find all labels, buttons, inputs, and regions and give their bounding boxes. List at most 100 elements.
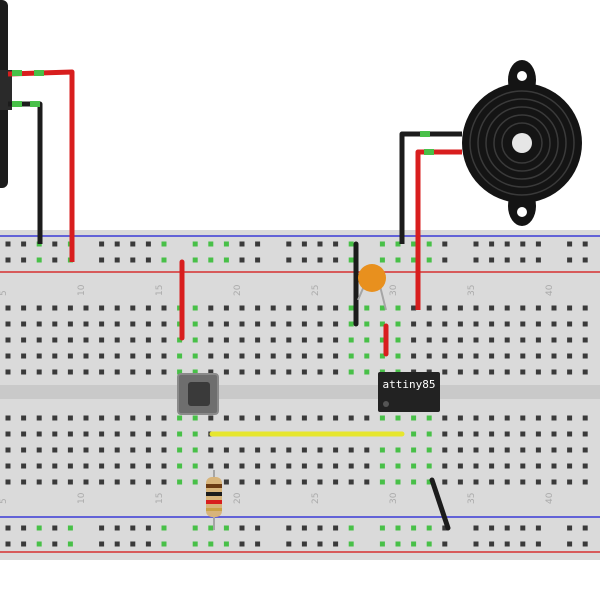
breadboard-hole — [5, 369, 11, 375]
breadboard-hole — [270, 447, 276, 453]
breadboard-hole — [473, 321, 479, 327]
breadboard-hole — [489, 369, 495, 375]
breadboard-hole — [239, 463, 245, 469]
breadboard-hole — [21, 241, 27, 247]
breadboard-hole — [145, 321, 151, 327]
breadboard-hole — [520, 415, 526, 421]
breadboard-hole — [567, 525, 573, 531]
breadboard-hole — [270, 479, 276, 485]
column-number-label: 25 — [311, 285, 321, 296]
breadboard-hole — [130, 337, 136, 343]
breadboard-hole — [145, 431, 151, 437]
breadboard-hole — [379, 337, 385, 343]
breadboard-hole — [223, 369, 229, 375]
breadboard-hole — [411, 257, 417, 263]
breadboard-hole — [473, 479, 479, 485]
breadboard-hole — [317, 369, 323, 375]
breadboard-hole — [114, 447, 120, 453]
breadboard-hole — [114, 525, 120, 531]
breadboard-hole — [52, 447, 58, 453]
breadboard-hole — [208, 305, 214, 311]
breadboard-hole — [192, 257, 198, 263]
breadboard-hole — [177, 431, 183, 437]
breadboard-hole — [395, 321, 401, 327]
breadboard-hole — [582, 431, 588, 437]
breadboard-hole — [130, 241, 136, 247]
breadboard-hole — [567, 415, 573, 421]
breadboard-hole — [457, 463, 463, 469]
breadboard-hole — [411, 541, 417, 547]
breadboard-hole — [582, 321, 588, 327]
breadboard-hole — [535, 541, 541, 547]
breadboard-hole — [317, 305, 323, 311]
breadboard-hole — [83, 321, 89, 327]
breadboard-hole — [5, 337, 11, 343]
breadboard-hole — [520, 479, 526, 485]
breadboard-hole — [364, 305, 370, 311]
breadboard-hole — [379, 257, 385, 263]
breadboard-hole — [21, 447, 27, 453]
breadboard-hole — [333, 479, 339, 485]
breadboard-hole — [442, 479, 448, 485]
breadboard-hole — [364, 447, 370, 453]
breadboard-hole — [582, 463, 588, 469]
breadboard-hole — [567, 463, 573, 469]
breadboard-hole — [489, 321, 495, 327]
breadboard-hole — [535, 337, 541, 343]
breadboard-hole — [473, 353, 479, 359]
breadboard-hole — [270, 369, 276, 375]
breadboard-hole — [52, 479, 58, 485]
breadboard-hole — [36, 525, 42, 531]
pushbutton-icon — [177, 373, 219, 415]
breadboard-hole — [442, 525, 448, 531]
breadboard-hole — [36, 447, 42, 453]
breadboard-hole — [192, 321, 198, 327]
breadboard-hole — [489, 353, 495, 359]
breadboard-hole — [21, 525, 27, 531]
breadboard-hole — [551, 415, 557, 421]
breadboard-hole — [52, 337, 58, 343]
breadboard-hole — [36, 463, 42, 469]
breadboard-hole — [21, 415, 27, 421]
breadboard-hole — [426, 431, 432, 437]
breadboard-hole — [364, 353, 370, 359]
breadboard-hole — [395, 541, 401, 547]
breadboard-hole — [333, 463, 339, 469]
breadboard-hole — [426, 479, 432, 485]
breadboard-hole — [333, 353, 339, 359]
breadboard-hole — [21, 369, 27, 375]
breadboard-hole — [114, 241, 120, 247]
breadboard-hole — [83, 415, 89, 421]
breadboard-hole — [21, 337, 27, 343]
breadboard-hole — [208, 369, 214, 375]
breadboard-hole — [67, 337, 73, 343]
breadboard-hole — [177, 479, 183, 485]
breadboard-hole — [411, 479, 417, 485]
breadboard-hole — [177, 463, 183, 469]
breadboard-hole — [582, 257, 588, 263]
breadboard-hole — [301, 415, 307, 421]
breadboard-hole — [333, 337, 339, 343]
breadboard-hole — [473, 431, 479, 437]
breadboard-hole — [36, 321, 42, 327]
breadboard-hole — [535, 525, 541, 531]
breadboard-hole — [411, 305, 417, 311]
breadboard-hole — [442, 337, 448, 343]
breadboard-hole — [36, 541, 42, 547]
breadboard-hole — [333, 447, 339, 453]
breadboard-hole — [5, 353, 11, 359]
column-number-label: 15 — [155, 285, 165, 296]
breadboard-hole — [114, 257, 120, 263]
breadboard-hole — [301, 305, 307, 311]
column-number-label: 20 — [233, 492, 243, 504]
breadboard-hole — [145, 541, 151, 547]
breadboard-hole — [130, 305, 136, 311]
breadboard-hole — [223, 525, 229, 531]
breadboard-hole — [333, 241, 339, 247]
breadboard-hole — [364, 369, 370, 375]
breadboard-hole — [551, 463, 557, 469]
breadboard-hole — [301, 463, 307, 469]
breadboard-hole — [223, 337, 229, 343]
breadboard-hole — [286, 541, 292, 547]
breadboard-hole — [348, 369, 354, 375]
